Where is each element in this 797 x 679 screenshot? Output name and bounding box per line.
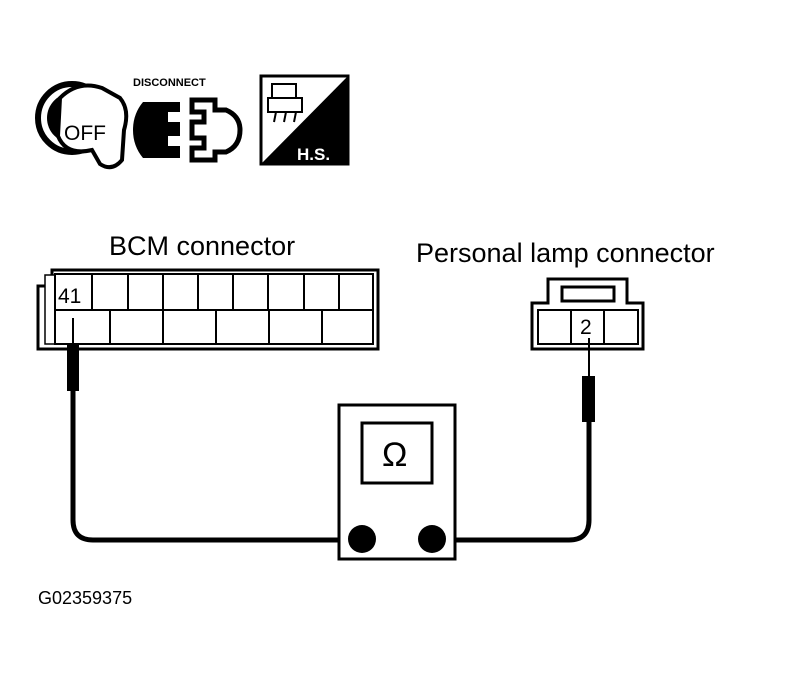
bcm-connector: 41 bbox=[36, 268, 380, 351]
disconnect-icon: DISCONNECT bbox=[133, 77, 243, 163]
ohm-symbol: Ω bbox=[382, 436, 407, 474]
personal-lamp-connector: 2 bbox=[530, 277, 645, 351]
left-test-lead bbox=[70, 391, 365, 543]
ohmmeter: Ω bbox=[337, 403, 457, 561]
right-test-lead bbox=[432, 422, 592, 543]
personal-lamp-connector-label: Personal lamp connector bbox=[416, 238, 715, 268]
disconnect-label: DISCONNECT bbox=[133, 77, 206, 89]
meter-terminal-left bbox=[348, 525, 376, 553]
bcm-connector-label: BCM connector bbox=[109, 231, 295, 261]
left-probe bbox=[67, 318, 79, 391]
figure-code: G02359375 bbox=[38, 588, 132, 608]
bcm-bottom-row bbox=[54, 309, 374, 345]
harness-side-icon: H.S. bbox=[259, 74, 350, 166]
bcm-pin-41-label: 41 bbox=[58, 285, 81, 308]
lamp-pin-2-label: 2 bbox=[580, 316, 592, 339]
bcm-top-row bbox=[54, 273, 374, 311]
meter-terminal-right bbox=[418, 525, 446, 553]
harness-side-label: H.S. bbox=[297, 145, 330, 164]
ignition-key-off-icon: OFF bbox=[35, 81, 129, 170]
mini-connector-icon bbox=[267, 83, 303, 123]
right-probe bbox=[582, 338, 595, 422]
ignition-off-label: OFF bbox=[64, 122, 106, 145]
